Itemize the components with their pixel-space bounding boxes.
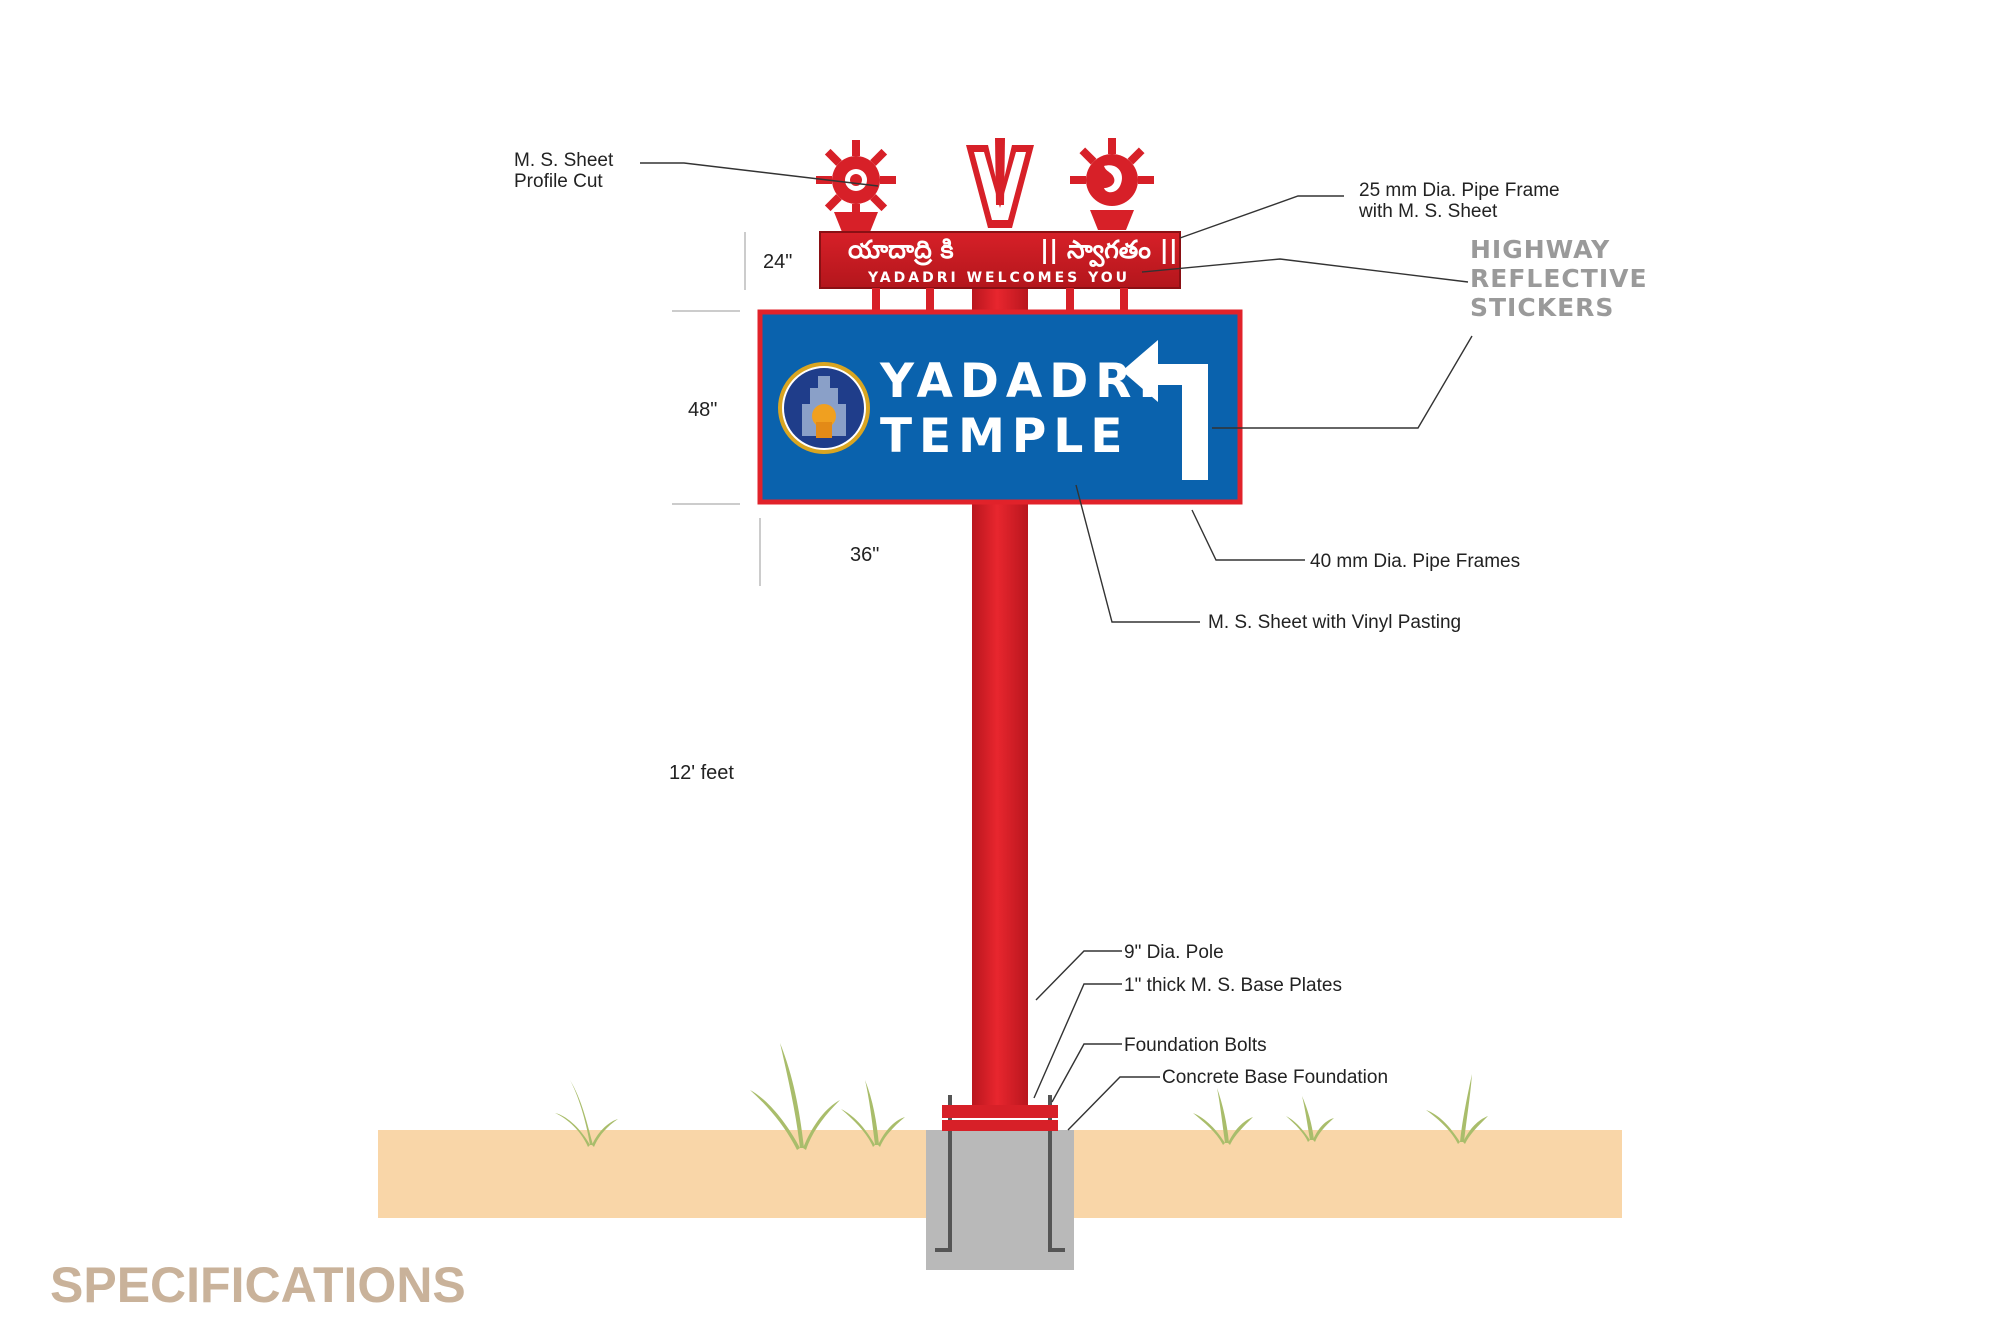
- grass-tuft: [1426, 1074, 1488, 1144]
- grass-tuft: [750, 1043, 840, 1150]
- callout-highway-reflective-stickers: HIGHWAY REFLECTIVE STICKERS: [1470, 235, 1657, 322]
- foundation-bolts: [935, 1095, 1065, 1252]
- callout-base-plates: 1" thick M. S. Base Plates: [1124, 975, 1342, 996]
- grass-tuft: [1193, 1088, 1253, 1145]
- leader-lines: [640, 162, 1473, 1131]
- welcome-banner: యాదాద్రి కి || స్వాగతం || YADADRI WELCOM…: [819, 231, 1181, 289]
- base-plate: [942, 1120, 1058, 1131]
- turn-left-arrow-icon: [1122, 340, 1208, 480]
- sign-line-1: YADADRI: [879, 354, 1163, 409]
- dimension-gap: 36": [850, 544, 879, 566]
- banner-telugu-left: యాదాద్రి కి: [848, 235, 954, 266]
- callout-concrete-base: Concrete Base Foundation: [1162, 1067, 1388, 1088]
- callout-ms-sheet-vinyl: M. S. Sheet with Vinyl Pasting: [1208, 612, 1461, 633]
- banner-posts: [872, 288, 1128, 312]
- dimension-sign-height: 48": [688, 399, 717, 421]
- banner-english: YADADRI WELCOMES YOU: [867, 270, 1130, 286]
- dimension-pole-height: 12' feet: [669, 762, 734, 784]
- callout-pipe-frames-40mm: 40 mm Dia. Pipe Frames: [1310, 551, 1520, 572]
- banner-telugu-right: || స్వాగతం ||: [1040, 235, 1178, 267]
- base-plate: [942, 1105, 1058, 1118]
- dimension-banner-height: 24": [763, 251, 792, 273]
- grass-tufts: [555, 1043, 1488, 1150]
- callout-ms-sheet-profile-cut: M. S. Sheet Profile Cut: [514, 150, 619, 192]
- direction-sign: YADADRI TEMPLE: [757, 309, 1243, 505]
- namam-ornament: [966, 138, 1034, 228]
- sign-line-2: TEMPLE: [880, 409, 1129, 464]
- ornaments: [816, 138, 1154, 232]
- page-title: SPECIFICATIONS: [50, 1257, 466, 1313]
- conch-ornament: [1070, 138, 1154, 230]
- grass-tuft: [555, 1080, 618, 1147]
- grass-tuft: [841, 1080, 905, 1147]
- chakra-ornament: [816, 140, 896, 232]
- grass-tuft: [1286, 1096, 1334, 1142]
- dimension-guides: [672, 232, 761, 586]
- callout-pole: 9" Dia. Pole: [1124, 942, 1224, 963]
- temple-emblem: [778, 362, 870, 454]
- callout-foundation-bolts: Foundation Bolts: [1124, 1035, 1267, 1056]
- banner-panel: [819, 231, 1181, 289]
- callout-pipe-frame-25mm: 25 mm Dia. Pipe Frame with M. S. Sheet: [1358, 180, 1565, 222]
